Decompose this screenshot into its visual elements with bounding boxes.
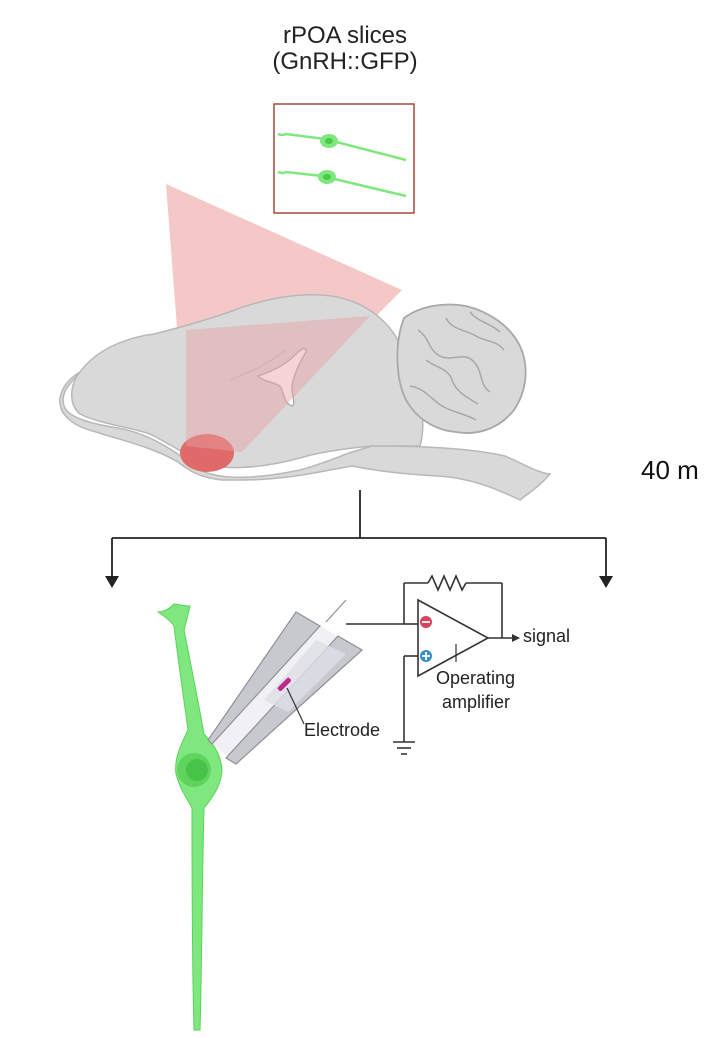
minus-input-icon <box>420 616 432 628</box>
slice-inset <box>273 103 415 214</box>
plus-input-icon <box>420 650 432 662</box>
side-text-40m: 40 m <box>641 455 699 485</box>
amplifier-label: amplifier <box>442 692 511 712</box>
operating-label: Operating <box>436 668 516 688</box>
rpoa-region <box>180 434 234 472</box>
brain-sagittal <box>59 294 552 501</box>
electrode-label: Electrode <box>304 720 381 740</box>
signal-arrow-head <box>512 634 520 642</box>
electrode-leader <box>286 687 305 725</box>
op-amp-circuit <box>393 573 512 755</box>
arrow-head-left <box>105 576 119 588</box>
signal-label: signal <box>523 626 571 646</box>
title-line-2: (GnRH::GFP) <box>272 48 418 75</box>
gfp-neuron <box>156 603 223 1031</box>
pipette <box>207 599 364 765</box>
title-line-1: rPOA slices <box>282 22 408 49</box>
arrow-head-right <box>599 576 613 588</box>
branch-arrow <box>111 490 607 578</box>
